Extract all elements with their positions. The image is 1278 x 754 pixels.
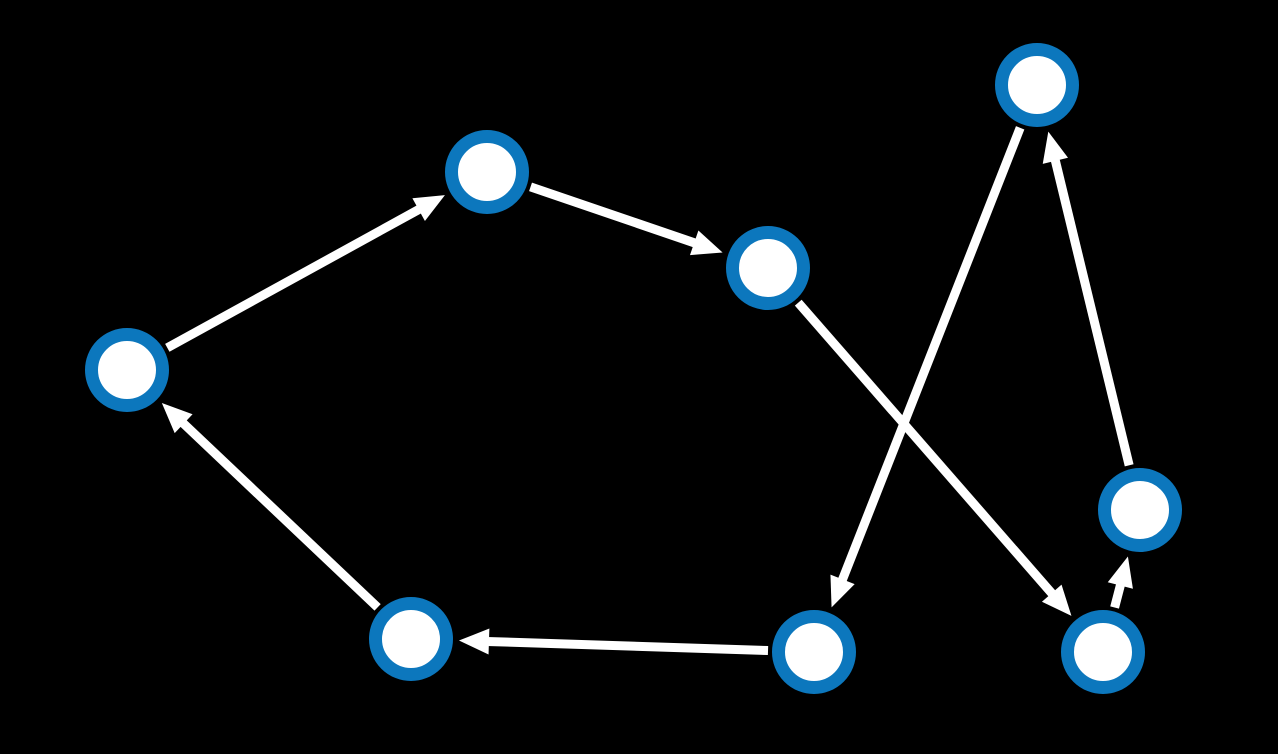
edge-right-middle-to-top-right xyxy=(1042,131,1134,467)
node-circle[interactable] xyxy=(369,597,453,681)
node-layer xyxy=(85,43,1182,694)
edge-line xyxy=(1110,582,1126,609)
node-upper-middle[interactable] xyxy=(726,226,810,310)
node-bottom-left[interactable] xyxy=(369,597,453,681)
node-circle[interactable] xyxy=(995,43,1079,127)
edge-top-left-to-upper-middle xyxy=(529,182,723,256)
edge-line xyxy=(837,126,1025,583)
edge-left-to-top-left xyxy=(165,195,445,352)
arrowhead-icon xyxy=(458,628,490,655)
edge-top-right-to-bottom-middle xyxy=(830,126,1025,608)
node-bottom-middle[interactable] xyxy=(772,610,856,694)
edge-bottom-middle-to-bottom-left xyxy=(458,628,769,656)
edge-bottom-left-to-left xyxy=(161,403,381,611)
arrowhead-icon xyxy=(1042,131,1069,164)
node-circle[interactable] xyxy=(1098,468,1182,552)
edge-layer xyxy=(161,126,1134,656)
edge-line xyxy=(529,182,698,248)
node-right-middle[interactable] xyxy=(1098,468,1182,552)
edge-line xyxy=(1050,157,1134,467)
node-top-right[interactable] xyxy=(995,43,1079,127)
edge-upper-middle-to-bottom-right xyxy=(794,299,1072,616)
arrowhead-icon xyxy=(161,403,193,434)
edge-line xyxy=(179,418,381,611)
arrowhead-icon xyxy=(412,195,445,221)
node-circle[interactable] xyxy=(726,226,810,310)
arrowhead-icon xyxy=(1041,584,1072,616)
arrowhead-icon xyxy=(689,230,723,256)
edge-bottom-right-to-right-middle xyxy=(1107,556,1133,609)
node-top-left[interactable] xyxy=(445,130,529,214)
node-circle[interactable] xyxy=(772,610,856,694)
edge-line xyxy=(165,204,423,352)
edge-line xyxy=(486,636,769,656)
node-circle[interactable] xyxy=(1061,610,1145,694)
edge-line xyxy=(794,299,1057,598)
node-circle[interactable] xyxy=(445,130,529,214)
arrowhead-icon xyxy=(830,574,855,608)
node-left[interactable] xyxy=(85,328,169,412)
node-bottom-right[interactable] xyxy=(1061,610,1145,694)
arrowhead-icon xyxy=(1107,556,1133,589)
node-circle[interactable] xyxy=(85,328,169,412)
